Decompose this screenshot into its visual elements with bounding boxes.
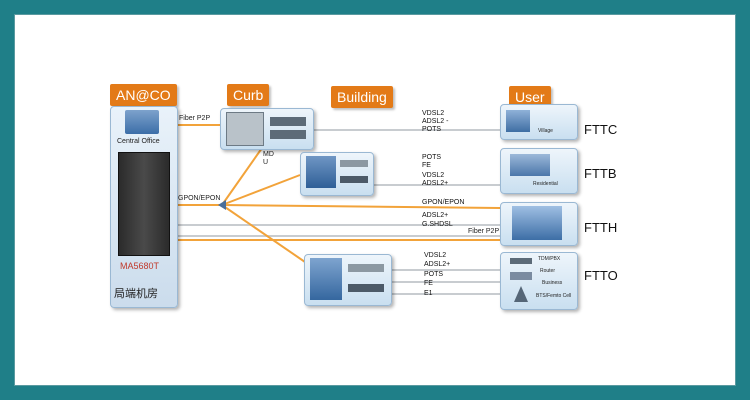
central-office-building-icon [125, 110, 159, 134]
header-anco: AN@CO [110, 84, 177, 106]
fiber-p2p-top-label: Fiber P2P [179, 115, 211, 122]
fttb-device-icon [340, 160, 368, 167]
ftto-device-icon [348, 264, 384, 272]
fttb-service-4: ADSL2+ [422, 180, 449, 187]
fiber-p2p-ftth-label: Fiber P2P [468, 228, 500, 235]
ftto-device-icon-2 [348, 284, 384, 292]
ftto-business-icon [510, 272, 532, 280]
ftth-service-3: G.SHDSL [422, 221, 453, 228]
ftto-service-2: ADSL2+ [424, 261, 451, 268]
ftto-router-icon [510, 258, 532, 264]
tag-ftto: FTTO [584, 268, 618, 283]
ma5680t-rack-icon [118, 152, 170, 256]
village-label: Village [538, 128, 553, 134]
curb-cabinet-icon [226, 112, 264, 146]
ftto-item-4: BTS/Femto Cell [536, 293, 572, 299]
ftth-service-2: ADSL2+ [422, 212, 449, 219]
ftth-buildings-icon [512, 206, 562, 240]
curb-dslam-icon [270, 117, 306, 126]
central-office-label: Central Office [117, 138, 160, 145]
ftto-service-3: POTS [424, 271, 444, 278]
ftto-item-3: Business [542, 280, 563, 286]
curb-dslam-icon-2 [270, 130, 306, 139]
ftto-service-4: FE [424, 280, 433, 287]
mdu-label: MD U [263, 151, 274, 166]
fttb-service-1: POTS [422, 154, 442, 161]
ftto-item-2: Router [540, 268, 556, 274]
tag-ftth: FTTH [584, 220, 618, 235]
fttc-service-2: ADSL2 - [422, 118, 449, 125]
fttc-service-3: POTS [422, 126, 442, 133]
fttb-service-2: FE [422, 162, 431, 169]
fttb-device-icon-2 [340, 176, 368, 183]
ftto-service-1: VDSL2 [424, 252, 447, 259]
device-model-label: MA5680T [120, 261, 160, 271]
tag-fttb: FTTB [584, 166, 617, 181]
ftto-item-1: TDM/PBX [538, 256, 561, 262]
tag-fttc: FTTC [584, 122, 618, 137]
header-building: Building [331, 86, 393, 108]
residential-label: Residential [533, 181, 558, 187]
fttb-service-3: VDSL2 [422, 172, 445, 179]
ftth-service-1: GPON/EPON [422, 199, 465, 206]
residential-icon [510, 154, 550, 176]
ftto-service-5: E1 [424, 290, 433, 297]
header-curb: Curb [227, 84, 270, 106]
fttc-service-1: VDSL2 [422, 110, 445, 117]
fttb-building-icon [306, 156, 336, 188]
ftto-building-icon [310, 258, 342, 300]
header-user: User [509, 86, 551, 108]
room-label: 局端机房 [114, 288, 158, 300]
ftto-tower-icon [514, 286, 528, 302]
gpon-epon-left-label: GPON/EPON [178, 195, 221, 202]
village-houses-icon [506, 110, 530, 132]
